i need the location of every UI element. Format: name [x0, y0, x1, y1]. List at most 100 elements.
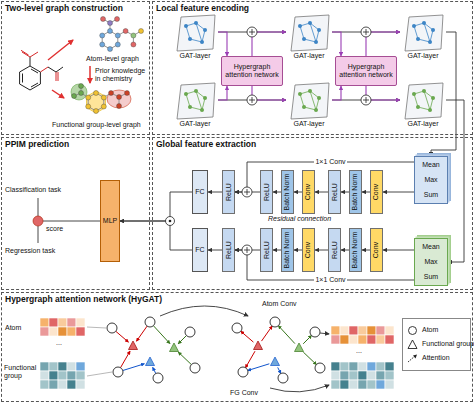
hypergraph-right-part-part: [241, 331, 254, 342]
mlp-box: MLP: [100, 180, 120, 262]
functional-group-graph-part-part: [79, 84, 84, 89]
box-label: FC: [195, 246, 204, 254]
aspirin-molecule-part: [20, 66, 41, 90]
panel-region: Local feature encodingGAT-layerGAT-layer…: [152, 1, 473, 135]
annotation-label: ...: [56, 339, 62, 347]
score-wires-part: [38, 198, 39, 216]
legend-box: AtomFunctional groupAttention: [402, 318, 471, 371]
hypergraph-right-part: [295, 343, 304, 352]
fg-feature-matrix-part: [58, 380, 67, 389]
atom-feature-matrix-part: [67, 327, 76, 336]
fg-feature-matrix-part: [40, 362, 49, 371]
construction-arrows-part: [89, 66, 91, 83]
pooling-name: Mean: [422, 161, 440, 169]
score-wires-part: [38, 226, 39, 243]
hypergraph-left-part-part: [145, 317, 155, 327]
sum-junction-part: [247, 247, 248, 253]
gat-frame-icon-part: [412, 21, 435, 44]
legend-icon: [407, 325, 418, 336]
updated-fg-matrix: [331, 362, 394, 389]
hypergraph-left-part-part: [116, 331, 129, 342]
attention-arrow: [218, 32, 227, 56]
updated-atom-matrix-part: [349, 326, 358, 335]
gat-frame-icon-part: [186, 23, 205, 42]
gat-frame-icon-part-part: [314, 108, 318, 112]
conv-arrows: [160, 306, 329, 392]
functional-group-graph-part-part: [79, 91, 84, 96]
functional-group-graph-part-part: [109, 91, 114, 96]
gat-frame-icon-part: [184, 89, 207, 112]
gat-layer: GAT-layer: [172, 82, 218, 130]
functional-group-graph-part: [72, 84, 130, 114]
legend-text: Atom: [422, 326, 438, 334]
gat-frame-icon-part: [298, 89, 321, 112]
hypergraph-attention-box: Hypergraph attention network: [221, 56, 283, 86]
sum-junction-part: [247, 189, 248, 195]
gat-frame-icon-part-part: [422, 89, 426, 93]
layer-name: ReLU: [224, 183, 232, 201]
updated-atom-matrix-part: [358, 326, 367, 335]
atom-feature-matrix-part: [76, 327, 85, 336]
score-wires-part: [43, 221, 100, 222]
gat-frame-icon-part-part: [200, 40, 204, 44]
gat-frame-icon-part-part: [203, 28, 207, 32]
layer-block: Batch Norm: [349, 228, 362, 272]
hypergraph-right-part-part: [248, 364, 269, 371]
gat-frame-icon-part-part: [310, 91, 316, 110]
hypergraph-right-part-part: [270, 317, 280, 327]
input-wires-part: [87, 372, 112, 376]
sum-junction-part: [242, 245, 252, 255]
hypergraph-right-part-part: [278, 367, 281, 373]
construction-arrows-part: [52, 90, 64, 98]
gat-frame-icon-part-part: [300, 26, 304, 39]
annotation-label: FG Conv: [230, 389, 258, 397]
updated-fg-matrix-part: [358, 362, 367, 371]
atom-level-graph-part-part: [108, 29, 113, 34]
gat-frame-icon: [286, 14, 332, 52]
annotation-label: Atom: [5, 324, 21, 332]
hypergraph-left-part: [116, 326, 192, 374]
aspirin-molecule-part: [22, 74, 23, 83]
functional-group-graph-part-part: [72, 94, 77, 99]
updated-fg-matrix-part: [349, 371, 358, 380]
hypergraph-left-part-part: [185, 327, 195, 337]
hypergraph-left-part-part: [153, 373, 163, 383]
updated-fg-matrix-part: [385, 371, 394, 380]
aspirin-molecule-part: [21, 50, 29, 55]
atom-feature-matrix-part: [49, 327, 58, 336]
hypergraph-right-part-part: [310, 327, 320, 337]
gat-layer: GAT-layer: [286, 82, 332, 130]
box-label: GAT-layer: [180, 52, 211, 60]
updated-atom-matrix-part: [376, 335, 385, 344]
gat-frame-icon-part-part: [424, 23, 430, 42]
panel-title: Hypergraph attention network (HyGAT): [5, 295, 472, 304]
layer-name: Batch Norm: [283, 232, 291, 269]
fg-feature-matrix-part: [49, 380, 58, 389]
hypergraph-right-part-part: [278, 373, 288, 383]
gat-frame-icon-part-part: [308, 21, 312, 25]
layer-name: ReLU: [262, 183, 270, 201]
legend-text: Attention: [422, 354, 450, 362]
atom-feature-matrix-part: [58, 327, 67, 336]
functional-group-graph-part-part: [86, 95, 91, 100]
fg-feature-matrix-part: [67, 371, 76, 380]
annotation-label: Functional group-level graph: [52, 121, 141, 129]
pooling-name: Max: [424, 176, 437, 184]
gat-frame-icon-part-part: [317, 96, 321, 100]
updated-fg-matrix-part: [340, 362, 349, 371]
layer-block: Conv: [370, 170, 383, 214]
layer-block: Conv: [302, 170, 315, 214]
atom-feature-matrix-part: [76, 318, 85, 327]
attention-arrow: [366, 32, 400, 56]
updated-fg-matrix-part: [349, 380, 358, 389]
panel-title: Local feature encoding: [156, 4, 472, 13]
functional-group-graph-part-part: [117, 104, 122, 109]
annotation-label: score: [46, 225, 63, 233]
legend-icon-part: [408, 356, 415, 362]
fg-feature-matrix-part: [76, 371, 85, 380]
annotation-label: Residual connection: [268, 215, 331, 223]
hypergraph-right-part-part: [315, 363, 325, 373]
sum-junction-part: [366, 29, 367, 35]
gat-frame-icon-part: [414, 91, 433, 110]
